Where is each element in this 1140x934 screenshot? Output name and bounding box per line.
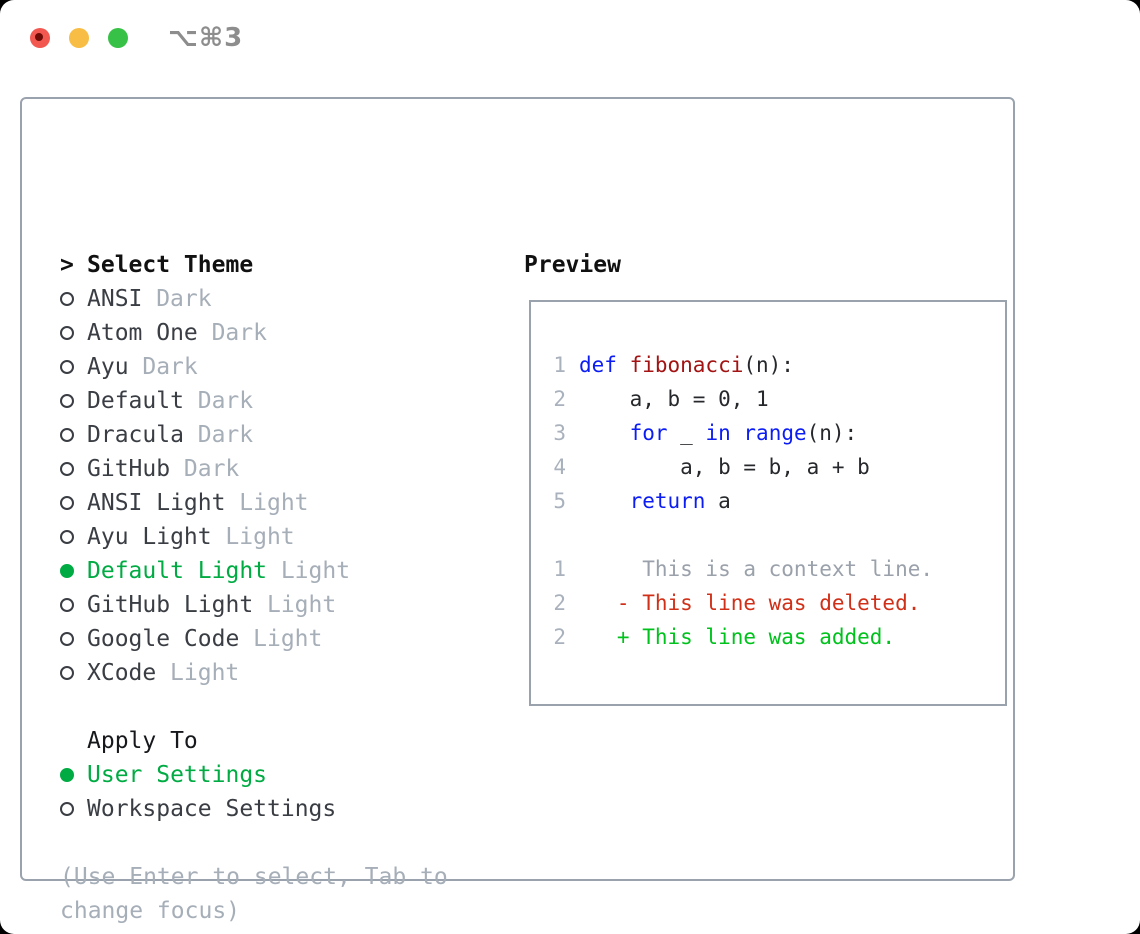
code-line: 5 return a [553, 489, 731, 513]
code-line: 3 for _ in range(n): [553, 421, 858, 445]
radio-selected-icon [60, 768, 87, 782]
code-line: 4 a, b = b, a + b [553, 455, 870, 479]
radio-icon [60, 530, 87, 544]
keyboard-hint-line-1: (Use Enter to select, Tab to [60, 864, 448, 890]
radio-selected-icon [60, 564, 87, 578]
radio-icon [60, 598, 87, 612]
keyboard-hint-line-2: change focus) [60, 898, 241, 924]
radio-icon [60, 326, 87, 340]
traffic-lights [30, 28, 128, 48]
spacer [552, 518, 1005, 552]
close-button[interactable] [30, 28, 50, 48]
radio-icon [60, 802, 87, 816]
window-title-shortcut: ⌥⌘3 [168, 23, 244, 53]
select-theme-title: Select Theme [87, 252, 254, 278]
radio-icon [60, 394, 87, 408]
diff-deleted-line: 2 - This line was deleted. [553, 591, 921, 615]
radio-icon [60, 496, 87, 510]
spacer [60, 690, 448, 724]
diff-added-line: 2 + This line was added. [553, 625, 896, 649]
radio-icon [60, 666, 87, 680]
apply-option-workspace-settings[interactable]: Workspace Settings [60, 792, 448, 826]
code-line: 2 a, b = 0, 1 [553, 387, 769, 411]
radio-icon [60, 462, 87, 476]
diff-context-line: 1 This is a context line. [553, 557, 934, 581]
zoom-button[interactable] [108, 28, 128, 48]
radio-icon [60, 428, 87, 442]
minimize-button[interactable] [69, 28, 89, 48]
radio-icon [60, 360, 87, 374]
apply-option-user-settings[interactable]: User Settings [60, 758, 448, 792]
radio-icon [60, 632, 87, 646]
apply-to-header: Apply To [87, 728, 198, 754]
select-theme-header: > Select Theme [60, 248, 448, 282]
radio-icon [60, 292, 87, 306]
preview-title: Preview [524, 252, 621, 278]
spacer [60, 826, 448, 860]
cursor-icon: > [60, 252, 74, 278]
